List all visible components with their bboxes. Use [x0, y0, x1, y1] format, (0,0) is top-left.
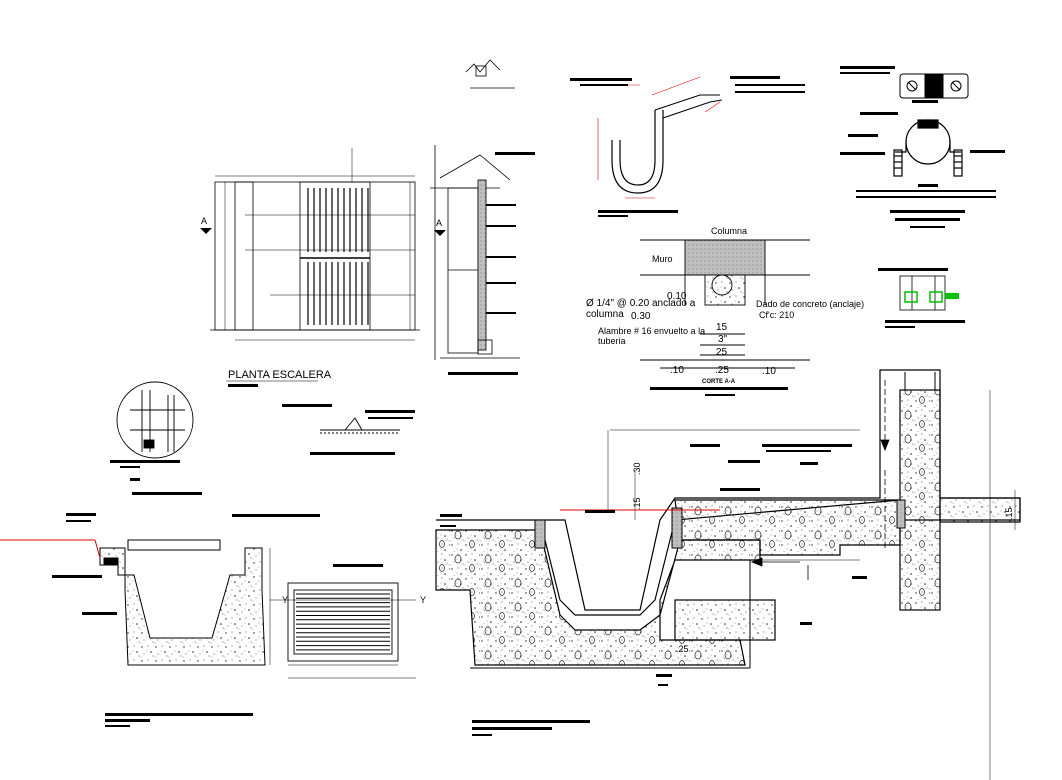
muro-label: Muro	[652, 254, 673, 264]
bracket-section-detail	[893, 119, 963, 177]
main-channel-section	[435, 369, 1021, 666]
planta-escalera-title: PLANTA ESCALERA	[228, 369, 332, 381]
stair-section-elevation	[430, 145, 520, 360]
corte-aa-title: CORTE A-A	[702, 379, 736, 385]
grate-bars	[296, 593, 390, 651]
corte-aa-detail	[640, 239, 810, 369]
section-letter-a-left: A	[201, 216, 207, 226]
section-letter-a-right: A	[436, 218, 442, 228]
stair-section-callouts	[448, 152, 535, 375]
grate-plan	[270, 582, 416, 679]
note-dado: Dado de concreto (anclaje)	[756, 299, 864, 309]
note-alambre: Alambre # 16 envuelto a la	[598, 326, 705, 336]
channel-red-leader-2	[94, 539, 101, 559]
rail-hook-detail	[611, 94, 723, 194]
note-columna: columna	[586, 309, 624, 320]
grate-letter-y-left: Y	[282, 595, 288, 605]
planta-escalera-dims	[224, 148, 415, 330]
dim-right-15: .15	[1004, 507, 1014, 520]
dim-3-inch: 3"	[718, 334, 728, 345]
planta-escala-note	[228, 384, 258, 387]
section-marker-a-right	[434, 230, 446, 236]
dim-15: 15	[716, 322, 728, 333]
note-tuberia: tuberia	[598, 336, 626, 346]
dim-0-30: 0.30	[631, 311, 651, 322]
channel-labels	[52, 478, 320, 727]
planta-escalera-treads	[307, 188, 369, 325]
dim-pit-15: .15	[632, 497, 642, 510]
corte-aa-scale	[705, 394, 735, 396]
dim-bottom-b: .25	[715, 365, 729, 376]
green-bracket-detail	[878, 268, 965, 328]
bracket-plan-detail	[899, 73, 969, 99]
section-marker-a-left	[200, 228, 212, 234]
bracket-labels	[840, 66, 1005, 228]
main-channel-labels	[440, 444, 867, 736]
main-channel-outline	[470, 370, 1016, 780]
columna-label: Columna	[711, 226, 747, 236]
dim-bottom-a: .10	[670, 365, 684, 376]
dim-25: 25	[716, 347, 728, 358]
channel-section	[99, 539, 271, 666]
planta-escalera-plan	[210, 175, 420, 341]
dim-pit-25: .25	[676, 644, 689, 654]
note-anclaje: Ø 1/4" @ 0.20 anclado a	[586, 298, 696, 309]
anchor-detail	[282, 404, 415, 455]
corte-aa-subtitle	[650, 387, 788, 390]
grate-letter-y-right: Y	[420, 595, 426, 605]
dim-0-10: 0.10	[667, 291, 687, 302]
dim-bottom-c: .10	[762, 366, 776, 377]
dim-pit-30: .30	[632, 462, 642, 475]
detail-top-small	[465, 59, 515, 89]
main-channel-arrows	[750, 380, 890, 580]
railing-circle-detail	[110, 381, 194, 468]
note-cfc: Cf'c: 210	[759, 310, 794, 320]
grate-label	[333, 564, 383, 567]
rail-hook-labels	[570, 76, 805, 217]
